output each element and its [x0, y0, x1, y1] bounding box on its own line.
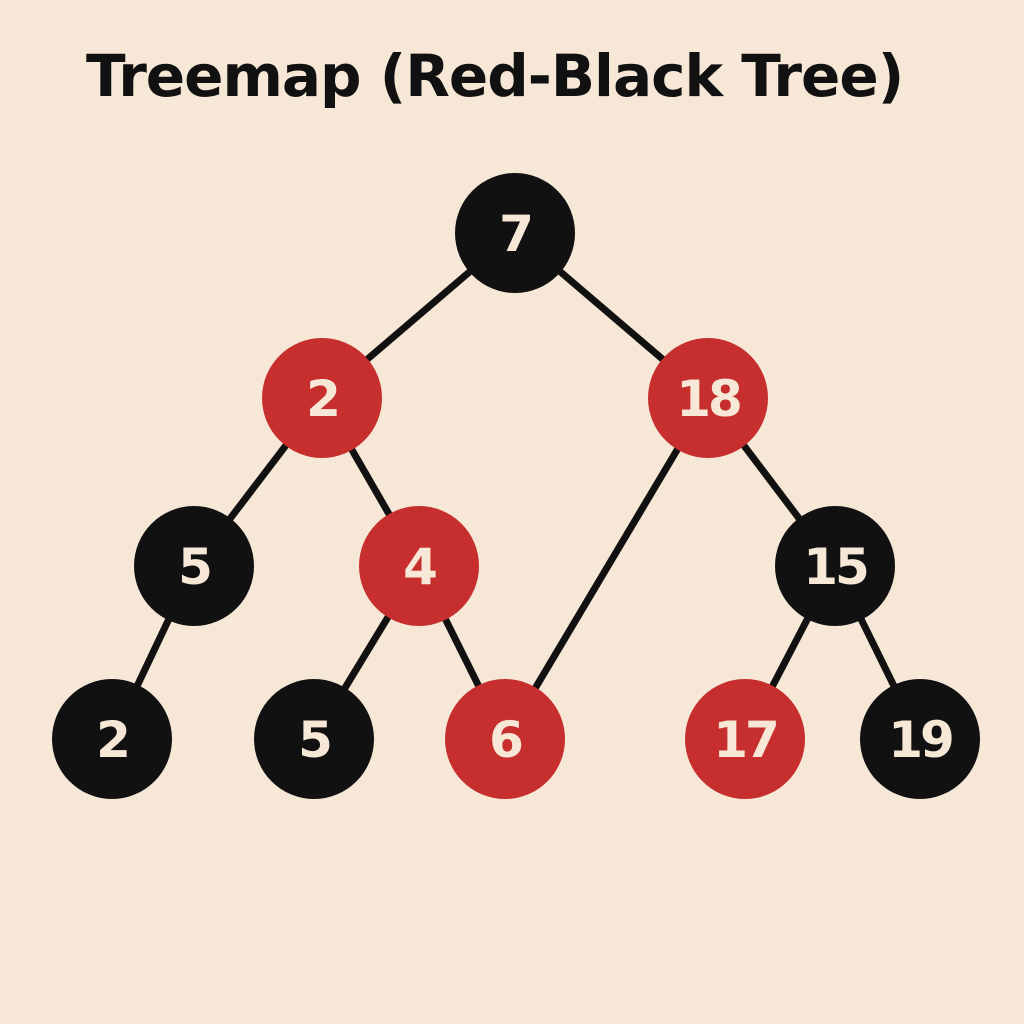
node-label: 2 [96, 711, 128, 769]
red-node-circle [685, 679, 805, 799]
tree-node-n18: 18 [648, 338, 768, 458]
edges-layer [108, 230, 924, 741]
black-node-circle [455, 173, 575, 293]
black-node-circle [134, 506, 254, 626]
black-node-circle [52, 679, 172, 799]
tree-node-n15: 15 [775, 506, 895, 626]
tree-node-n7: 7 [455, 173, 575, 293]
red-node-circle [445, 679, 565, 799]
node-label: 6 [489, 711, 522, 769]
black-node-circle [775, 506, 895, 626]
tree-node-n5b: 5 [254, 679, 374, 799]
tree-node-n2: 2 [262, 338, 382, 458]
tree-node-n17: 17 [685, 679, 805, 799]
node-label: 2 [306, 370, 338, 428]
node-label: 18 [676, 370, 740, 428]
black-node-circle [254, 679, 374, 799]
tree-node-n19: 19 [860, 679, 980, 799]
nodes-layer: 7 2 18 5 4 15 2 5 6 17 19 [52, 173, 980, 799]
node-label: 15 [803, 538, 867, 596]
node-label: 17 [713, 711, 777, 769]
tree-node-n6: 6 [445, 679, 565, 799]
node-label: 19 [888, 711, 952, 769]
node-label: 5 [298, 711, 330, 769]
tree-node-n5a: 5 [134, 506, 254, 626]
red-node-circle [262, 338, 382, 458]
diagram-title: Treemap (Red-Black Tree) [86, 42, 904, 110]
node-label: 7 [499, 205, 531, 263]
node-label: 5 [178, 538, 210, 596]
node-label: 4 [403, 538, 436, 596]
red-node-circle [359, 506, 479, 626]
tree-edge-n18-n6 [501, 396, 712, 741]
tree-node-n4: 4 [359, 506, 479, 626]
black-node-circle [860, 679, 980, 799]
red-node-circle [648, 338, 768, 458]
tree-node-n2b: 2 [52, 679, 172, 799]
